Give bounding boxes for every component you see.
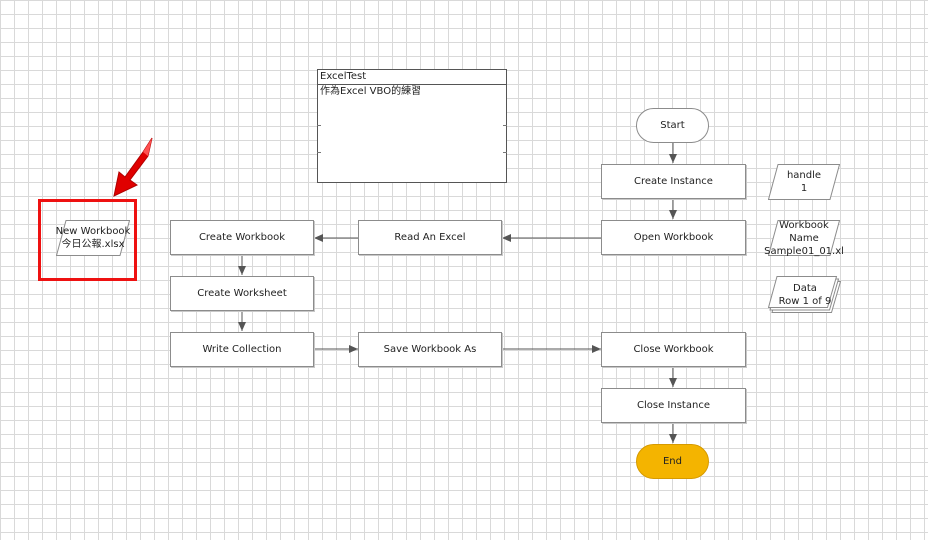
- process-info-note[interactable]: ExcelTest 作為Excel VBO的練習: [317, 69, 507, 183]
- parallelogram-shape: [768, 164, 840, 200]
- parallelogram-shape: [768, 220, 840, 256]
- note-title: ExcelTest: [318, 70, 506, 85]
- data-item-workbook-name-line1: Workbook: [779, 219, 829, 231]
- data-item-handle[interactable]: handle 1: [768, 164, 840, 200]
- data-item-handle-value: 1: [800, 183, 808, 194]
- open-workbook-stage[interactable]: Open Workbook: [601, 220, 746, 255]
- data-item-workbook-name-value: Sample01_01.xl: [764, 245, 844, 257]
- red-highlight-box: [38, 199, 137, 281]
- collection-item-data[interactable]: Data Row 1 of 9: [768, 276, 842, 314]
- data-item-new-workbook-value: 今日公報.xlsx: [61, 239, 125, 250]
- note-resize-handle: [503, 152, 507, 153]
- start-stage[interactable]: Start: [636, 108, 709, 143]
- note-resize-handle: [317, 125, 321, 126]
- data-item-new-workbook[interactable]: New Workbook 今日公報.xlsx: [56, 220, 130, 256]
- note-resize-handle: [503, 125, 507, 126]
- data-item-workbook-name[interactable]: Workbook Name Sample01_01.xl: [764, 219, 844, 257]
- collection-item-data-value: Row 1 of 9: [778, 296, 832, 307]
- data-item-workbook-name-line2: Name: [789, 232, 819, 244]
- red-pointer-arrow-icon: [113, 137, 153, 197]
- note-resize-handle: [317, 152, 321, 153]
- note-description: 作為Excel VBO的練習: [320, 86, 422, 97]
- parallelogram-shape: [56, 220, 130, 256]
- write-collection-stage[interactable]: Write Collection: [170, 332, 314, 367]
- create-worksheet-stage[interactable]: Create Worksheet: [170, 276, 314, 311]
- end-stage[interactable]: End: [636, 444, 709, 479]
- data-item-new-workbook-name: New Workbook: [55, 226, 131, 237]
- stacked-parallelogram-shape: [768, 276, 842, 313]
- close-workbook-stage[interactable]: Close Workbook: [601, 332, 746, 367]
- create-instance-stage[interactable]: Create Instance: [601, 164, 746, 199]
- create-workbook-stage[interactable]: Create Workbook: [170, 220, 314, 255]
- read-an-excel-stage[interactable]: Read An Excel: [358, 220, 502, 255]
- data-item-handle-name: handle: [786, 170, 822, 181]
- collection-item-data-name: Data: [793, 283, 817, 294]
- close-instance-stage[interactable]: Close Instance: [601, 388, 746, 423]
- save-workbook-as-stage[interactable]: Save Workbook As: [358, 332, 502, 367]
